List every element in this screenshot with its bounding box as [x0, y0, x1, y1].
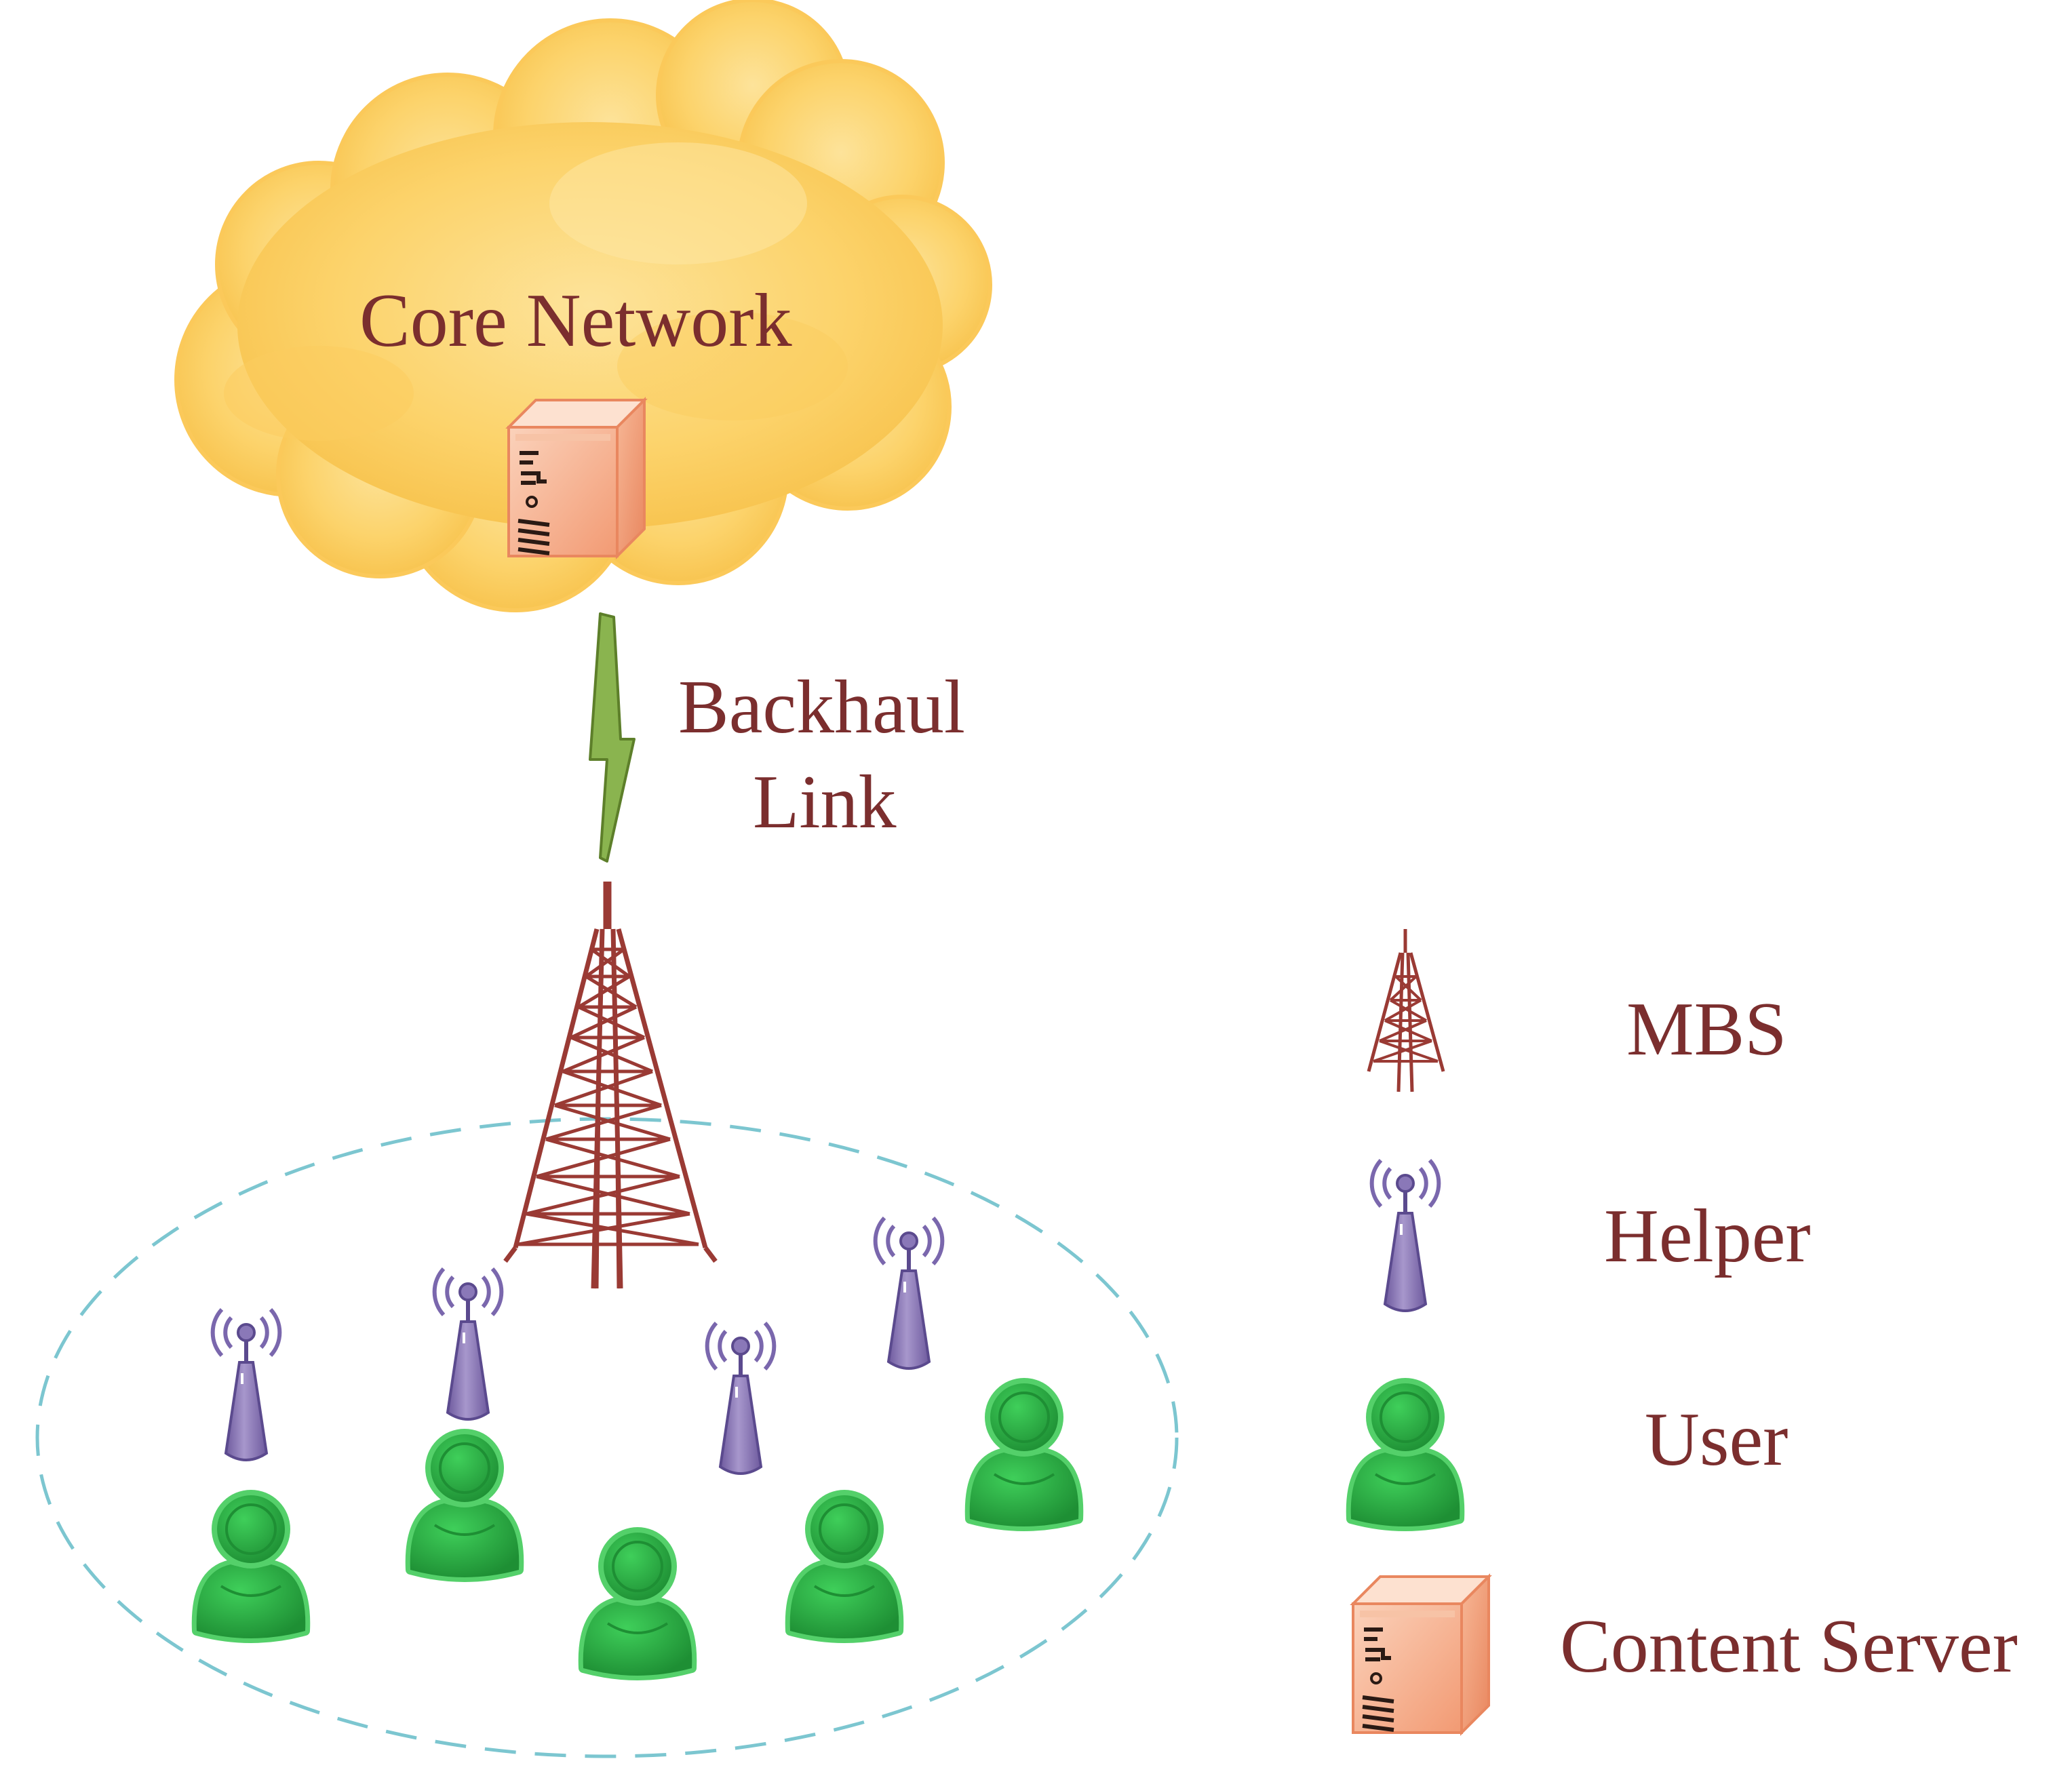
- user-icon: [197, 1490, 306, 1638]
- backhaul-label-line2: Link: [753, 760, 897, 844]
- user-icon: [790, 1490, 899, 1638]
- legend-mbs-label: MBS: [1626, 987, 1787, 1071]
- legend-mbs-tower-icon: [1367, 929, 1445, 1092]
- backhaul-lightning-icon: [589, 612, 636, 863]
- legend-user-label: User: [1645, 1398, 1788, 1482]
- legend-user-icon: [1351, 1378, 1460, 1526]
- user-icon: [583, 1527, 692, 1676]
- coverage-area: [35, 1117, 1179, 1758]
- user-icon: [410, 1429, 520, 1577]
- legend-helper-antenna-icon: [1372, 1160, 1439, 1311]
- helper-antenna-icon: [435, 1269, 502, 1419]
- user-icon: [970, 1378, 1079, 1526]
- helper-antenna-icon: [876, 1218, 943, 1368]
- core-network-label: Core Network: [359, 279, 792, 363]
- backhaul-label-line1: Backhaul: [678, 665, 965, 749]
- legend-server-label: Content Server: [1560, 1604, 2018, 1689]
- helper-antenna-icon: [707, 1323, 775, 1474]
- legend: MBS Helper User Content Server: [1351, 929, 2018, 1733]
- core-network-cloud: [174, 0, 992, 612]
- core-server-icon: [509, 400, 644, 556]
- legend-helper-label: Helper: [1604, 1194, 1811, 1278]
- helper-antenna-icon: [213, 1309, 280, 1460]
- mbs-tower-icon: [503, 882, 718, 1289]
- legend-server-icon: [1353, 1577, 1489, 1733]
